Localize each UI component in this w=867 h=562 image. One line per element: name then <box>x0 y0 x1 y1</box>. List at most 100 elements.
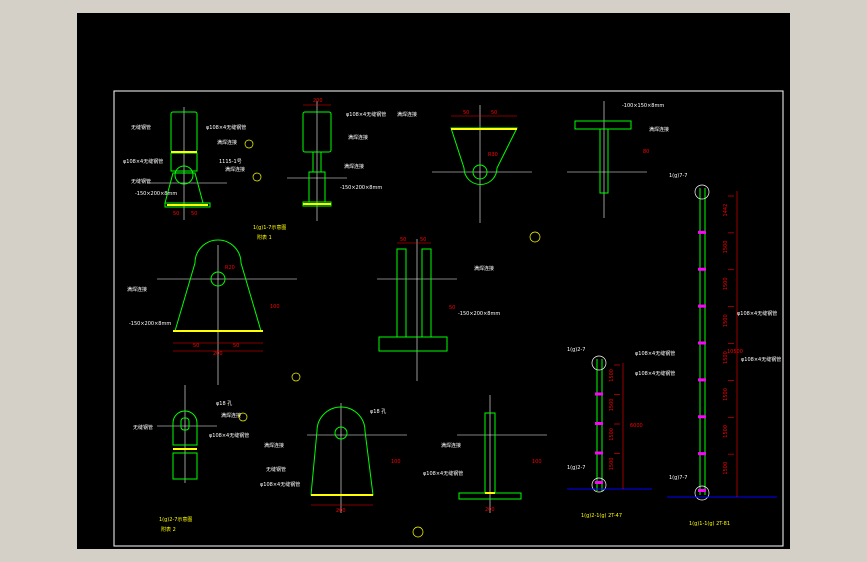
dim-segment-label: 1442 <box>723 204 729 217</box>
label-bottom-center-weld1: 满焊连接 <box>264 442 284 449</box>
title-frame <box>113 90 784 547</box>
dim-segment-label: 1500 <box>723 351 729 364</box>
label-weld-1: φ108×4无缝钢管 <box>206 124 246 131</box>
subcaption-bottom-left: 附表 2 <box>161 526 176 533</box>
label-bottom-left-top: φ18 孔 <box>216 400 232 407</box>
label-rod-note: 无缝钢管 <box>131 124 151 131</box>
dim-bottom-right-h: 100 <box>532 459 542 465</box>
label-mid-center-plate: -150×200×8mm <box>458 311 500 317</box>
dim-segment-label: 1500 <box>723 314 729 327</box>
view-middle-left <box>157 239 297 385</box>
bolt-mark <box>595 422 603 425</box>
dim-mid-left-total: 200 <box>213 351 223 357</box>
label-top-right-weld: 满焊连接 <box>649 126 669 133</box>
dim-bottom-right-total: 200 <box>485 507 495 513</box>
view-top-right-labels: -100×150×8mm 满焊连接 80 <box>622 103 669 155</box>
view-top-left <box>147 107 227 220</box>
bolt-mark <box>698 415 706 419</box>
view-bottom-right-labels: 满焊连接 φ108×4无缝钢管 100 200 <box>423 442 542 513</box>
drawing-viewport[interactable]: 无缝钢管 φ108×4无缝钢管 满焊连接 φ108×4无缝钢管 1115-1号 … <box>77 13 790 549</box>
label-center-weld: 满焊连接 <box>397 111 417 118</box>
dim-mid-left-r: 50 <box>233 343 239 349</box>
column-tall-labels: 1(g)7-7 1(g)7-7 φ108×4无缝钢管 φ108×4无缝钢管 10… <box>669 173 781 527</box>
label-bottom-center-weld2: 无缝钢管 <box>266 466 286 473</box>
marker-circle-1 <box>244 139 254 149</box>
label-mid-left-weld: 满焊连接 <box>127 286 147 293</box>
view-bottom-center-labels: φ18 孔 满焊连接 无缝钢管 φ108×4无缝钢管 100 200 <box>260 408 424 538</box>
bolt-mark <box>698 378 706 382</box>
label-top-plate: -100×150×8mm <box>622 103 664 109</box>
column-tall <box>667 184 777 501</box>
cad-drawing: 无缝钢管 φ108×4无缝钢管 满焊连接 φ108×4无缝钢管 1115-1号 … <box>113 90 784 547</box>
view-middle-center-labels: 满焊连接 -150×200×8mm 50 50 50 <box>400 237 500 317</box>
column-tall-bolts <box>698 230 706 492</box>
dim-top-left-r: 50 <box>191 211 197 217</box>
column-tall-pipe-2: φ108×4无缝钢管 <box>741 356 781 363</box>
column-short-pipe-2: φ108×4无缝钢管 <box>635 370 675 377</box>
column-short-bottom-tag: 1(g)2-7 <box>567 465 585 471</box>
marker-circle-3 <box>529 231 541 243</box>
view-bottom-left-labels: φ18 孔 满焊连接 无缝钢管 φ108×4无缝钢管 1(g)2-7示意图 附表… <box>133 400 249 533</box>
dim-top-right-h: 80 <box>643 149 649 155</box>
dim-mid-left-h: 100 <box>270 304 280 310</box>
column-short-pipe-1: φ108×4无缝钢管 <box>635 350 675 357</box>
column-short-top-tag: 1(g)2-7 <box>567 347 585 353</box>
marker-circle-6 <box>412 526 424 538</box>
dim-bottom-center-total: 200 <box>336 508 346 514</box>
bolt-mark <box>698 267 706 271</box>
view-bottom-left <box>157 385 217 483</box>
view-top-center <box>432 105 532 223</box>
view-top-mid-labels: φ108×4无缝钢管 满焊连接 满焊连接 -150×200×8mm 200 <box>313 98 386 191</box>
dim-top-mid: 200 <box>313 98 323 104</box>
view-middle-center <box>377 239 457 381</box>
dim-center-l: 50 <box>463 110 469 116</box>
column-short-dims: 1500 1500 1500 1500 <box>609 364 620 471</box>
dim-segment-label: 1500 <box>723 388 729 401</box>
label-mid-center-weld: 满焊连接 <box>474 265 494 272</box>
view-top-left-labels: 无缝钢管 φ108×4无缝钢管 满焊连接 φ108×4无缝钢管 1115-1号 … <box>123 124 286 241</box>
label-bottom-right-weld: 满焊连接 <box>441 442 461 449</box>
label-mid-left-radius: R20 <box>225 265 235 271</box>
label-mid-left-plate: -150×200×8mm <box>129 321 171 327</box>
view-bottom-center <box>307 403 407 513</box>
dim-segment-label: 1500 <box>609 369 615 382</box>
bolt-mark <box>698 452 706 456</box>
dim-top-left-l: 50 <box>173 211 179 217</box>
dim-segment-label: 1500 <box>723 425 729 438</box>
view-top-right <box>567 101 647 218</box>
view-middle-left-labels: 满焊连接 -150×200×8mm R20 50 50 200 100 <box>127 265 301 382</box>
subcaption-top-left: 附表 1 <box>257 234 272 241</box>
label-plate-mid: -150×200×8mm <box>340 185 382 191</box>
marker-circle-4 <box>291 372 301 382</box>
label-pipe: φ108×4无缝钢管 <box>346 111 386 118</box>
bolt-mark <box>698 304 706 308</box>
column-tall-pipe-1: φ108×4无缝钢管 <box>737 310 777 317</box>
view-bottom-right <box>457 395 547 513</box>
label-plate: φ108×4无缝钢管 <box>123 158 163 165</box>
label-weld-2: 满焊连接 <box>217 139 237 146</box>
label-base: 无缝钢管 <box>131 178 151 185</box>
dim-segment-label: 1500 <box>609 458 615 471</box>
dim-segment-label: 1500 <box>609 428 615 441</box>
label-bottom-left-pipe: φ108×4无缝钢管 <box>209 432 249 439</box>
caption-top-left: 1(g)1-7示意图 <box>253 224 286 231</box>
dim-segment-label: 1500 <box>723 241 729 254</box>
caption-bottom-left: 1(g)2-7示意图 <box>159 516 192 523</box>
bolt-mark <box>595 481 603 484</box>
dim-mid-center-l: 50 <box>400 237 406 243</box>
label-base-plate: -150×200×8mm <box>135 191 177 197</box>
label-weld-3: 满焊连接 <box>225 166 245 173</box>
column-tall-total: 10500 <box>727 349 743 355</box>
bolt-mark <box>595 451 603 455</box>
label-side-weld: 满焊连接 <box>344 163 364 170</box>
label-weld: 满焊连接 <box>348 134 368 141</box>
dim-segment-label: 1500 <box>723 462 729 475</box>
marker-circle-5 <box>238 412 248 422</box>
column-short-labels: 1(g)2-7 1(g)2-7 φ108×4无缝钢管 φ108×4无缝钢管 60… <box>567 347 675 519</box>
label-section-ref: 1115-1号 <box>219 159 242 165</box>
bolt-mark <box>698 341 706 345</box>
label-bottom-left-weld: 满焊连接 <box>221 412 241 419</box>
label-radius: R30 <box>488 152 498 158</box>
dim-segment-label: 1500 <box>609 399 615 412</box>
